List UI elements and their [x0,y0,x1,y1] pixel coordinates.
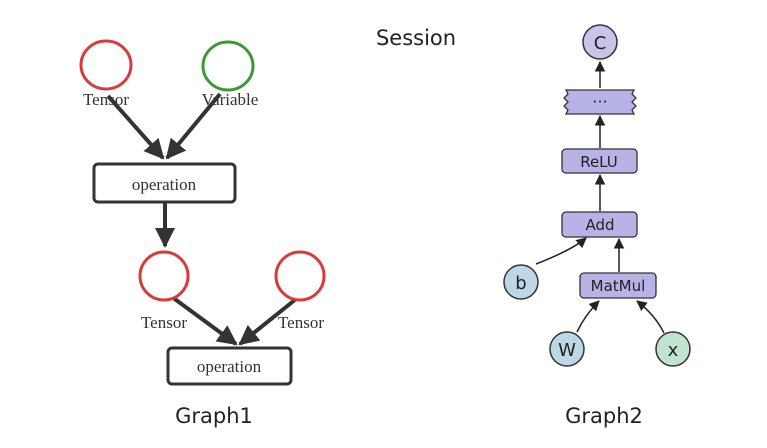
operation-node-lower [166,346,293,386]
x-label: x [668,340,679,361]
graph1: Tensor Variable operation Tensor Tensor … [79,39,326,428]
ellipsis-label: ··· [592,92,607,111]
graph2-caption: Graph2 [565,404,643,428]
w-node [549,331,585,367]
relu-label: ReLU [580,153,618,171]
tensor-label-mid-left: Tensor [141,313,187,332]
tensor-node-mid-left [138,250,190,302]
graph2: C ··· ReLU Add b MatMul W x Graph2 [503,24,691,428]
x-node [655,331,691,367]
tensor-label-top: Tensor [83,90,129,109]
edge-tensor-mid-left-to-operation-lower [170,295,238,346]
tensor-node-mid-right [274,250,326,302]
variable-node [201,40,255,92]
variable-label: Variable [202,90,259,109]
c-node [582,24,618,60]
operation-label-lower: operation [197,357,262,376]
tensor-label-mid-right: Tensor [278,313,324,332]
relu-node [561,148,638,174]
ellipsis-node [563,89,637,115]
tensor-node-top [79,39,133,91]
matmul-label: MatMul [591,277,646,295]
edge-tensor-mid-right-to-operation-lower [238,297,298,346]
graph1-caption: Graph1 [175,404,253,428]
edge-x-to-matmul [636,300,665,334]
add-label: Add [585,216,614,234]
b-label: b [515,273,526,294]
operation-node-upper [92,162,237,204]
b-node [503,264,539,300]
edge-tensor-to-operation-upper [106,94,165,160]
operation-label-upper: operation [132,175,197,194]
add-node [561,211,638,238]
edge-w-to-matmul [576,300,600,333]
edge-variable-to-operation-upper [165,92,222,160]
matmul-node [579,272,657,299]
session-title: Session [376,26,456,50]
c-label: C [594,33,607,54]
edge-b-to-add [535,237,587,265]
w-label: W [558,340,576,361]
